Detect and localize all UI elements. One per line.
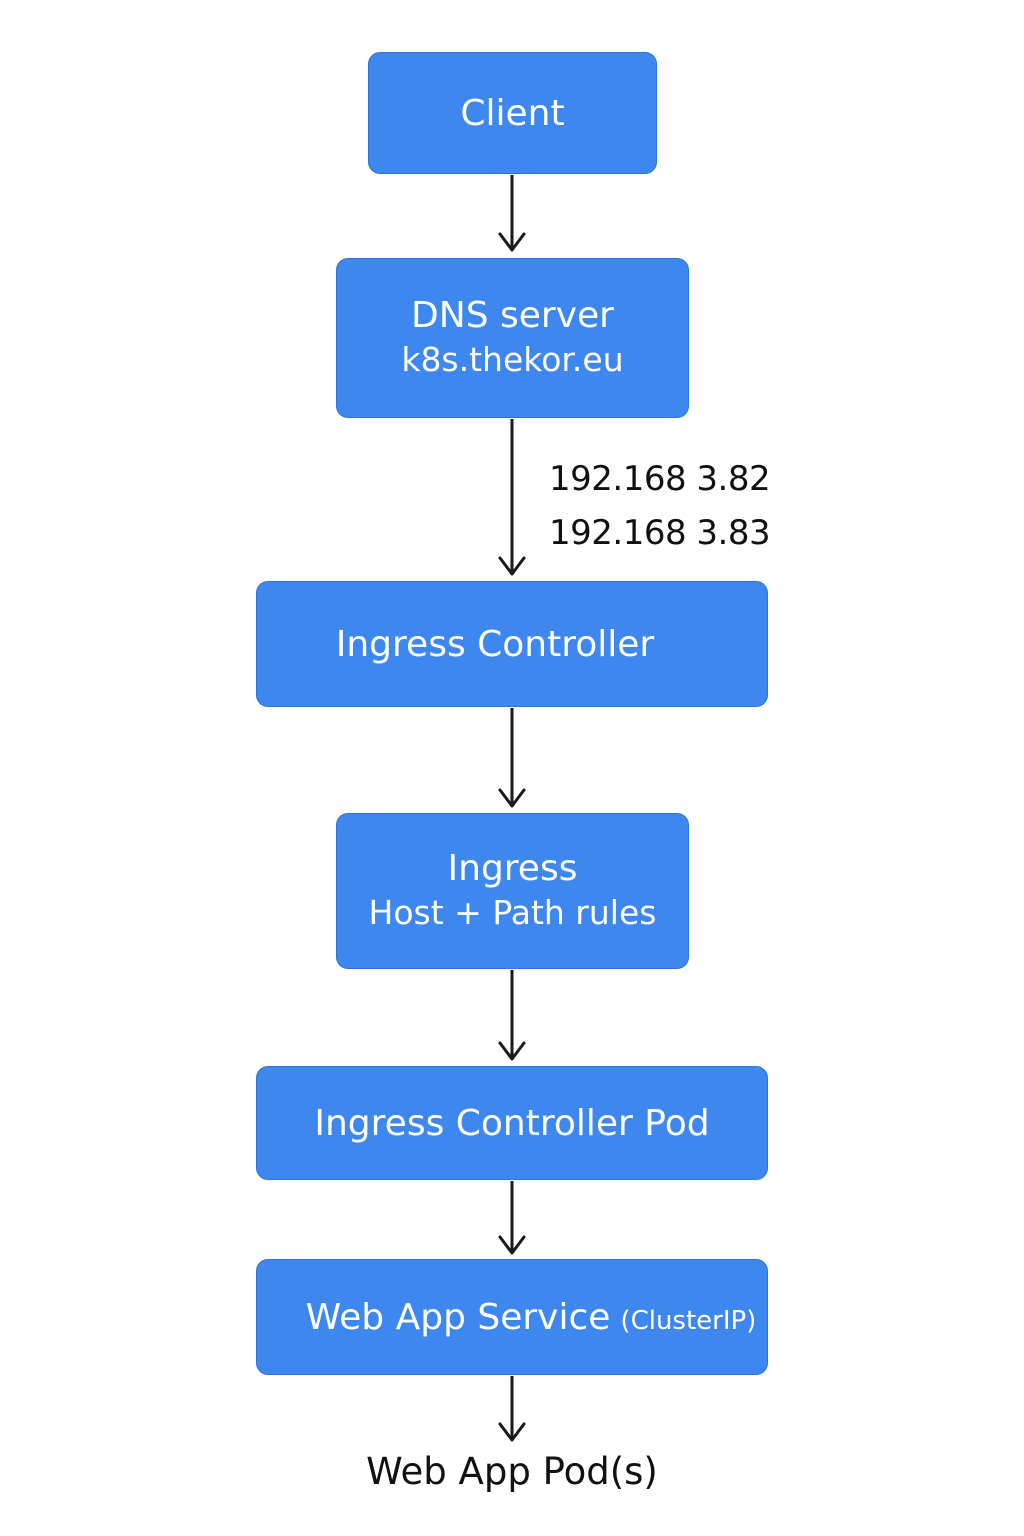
node-ingress-controller-title: Ingress Controller [335, 623, 655, 665]
node-client-title: Client [460, 92, 565, 134]
terminal-web-app-pods: Web App Pod(s) [366, 1450, 658, 1493]
node-ingress-controller-pod: Ingress Controller Pod [256, 1066, 768, 1180]
arrow-ingress-to-ingress-controller-pod [498, 970, 526, 1061]
node-ingress-title: Ingress [447, 848, 578, 890]
node-web-app-service-tag: (ClusterIP) [620, 1305, 757, 1336]
ip-address-1: 192.168 3.82 [549, 459, 771, 499]
arrow-dns-to-ingress-controller [498, 419, 526, 576]
arrow-ingress-controller-to-ingress [498, 708, 526, 808]
node-client: Client [368, 52, 657, 174]
arrow-service-to-web-app-pods [498, 1376, 526, 1442]
node-ingress: Ingress Host + Path rules [336, 813, 689, 969]
node-web-app-service-row: Web App Service (ClusterIP) [306, 1295, 757, 1340]
node-ingress-subtitle: Host + Path rules [368, 893, 657, 933]
node-dns-server-title: DNS server [411, 295, 614, 337]
edge-label-ip-addresses: 192.168 3.82 192.168 3.83 [549, 452, 771, 560]
arrow-client-to-dns [498, 175, 526, 252]
node-web-app-service-title: Web App Service [305, 1296, 611, 1338]
ip-address-2: 192.168 3.83 [549, 513, 771, 553]
node-ingress-controller: Ingress Controller [256, 581, 768, 707]
node-web-app-service: Web App Service (ClusterIP) [256, 1259, 768, 1375]
arrow-pod-to-web-app-service [498, 1181, 526, 1255]
node-dns-server-subtitle: k8s.thekor.eu [401, 340, 624, 380]
node-dns-server: DNS server k8s.thekor.eu [336, 258, 689, 418]
node-ingress-controller-pod-title: Ingress Controller Pod [314, 1102, 710, 1144]
